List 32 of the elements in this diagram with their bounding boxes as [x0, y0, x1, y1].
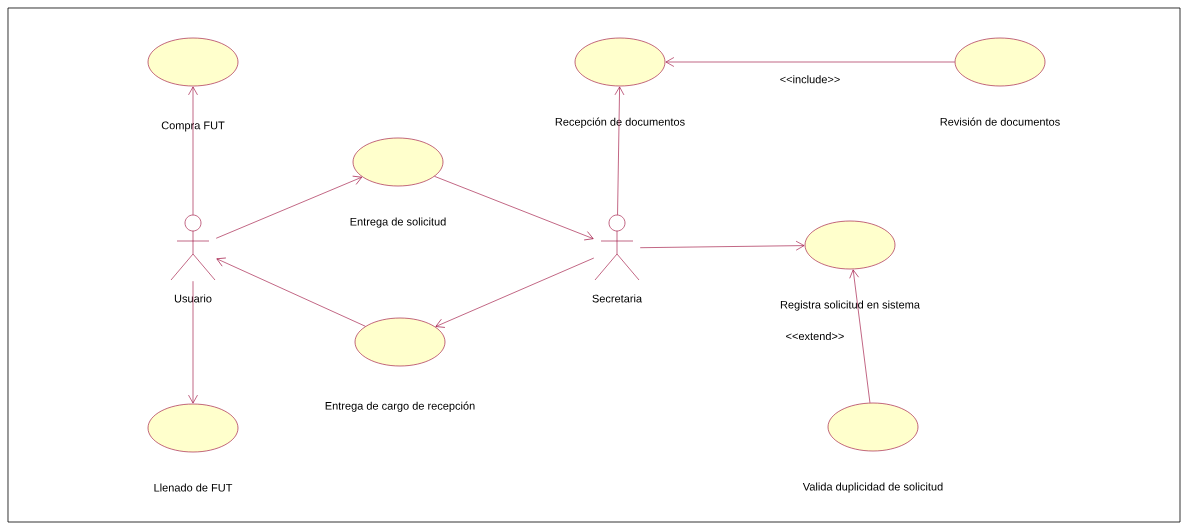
- edge-label: <<extend>>: [786, 331, 844, 341]
- arrow: [435, 257, 595, 328]
- use-case: Llenado de FUT: [147, 403, 239, 492]
- arrow: [665, 57, 955, 67]
- use-case: Revisión de documentos: [940, 37, 1060, 126]
- arrow: [188, 280, 198, 404]
- arrow: [188, 86, 198, 216]
- node-label: Valida duplicidad de solicitud: [802, 482, 943, 493]
- node-label: Entrega de solicitud: [350, 217, 446, 228]
- actor-figure: Secretaria: [592, 214, 643, 303]
- use-case: Registra solicitud en sistema: [780, 220, 920, 311]
- use-case: Entrega de cargo de recepción: [325, 317, 475, 412]
- use-case: Valida duplicidad de solicitud: [802, 402, 943, 493]
- use-case: Compra FUT: [147, 37, 239, 132]
- node-label: Secretaria: [592, 294, 643, 303]
- node-label: Recepción de documentos: [555, 117, 685, 128]
- use-case: Entrega de solicitud: [350, 137, 446, 228]
- arrow: [216, 257, 366, 327]
- arrow: [614, 86, 625, 216]
- node-label: Compra FUT: [161, 121, 225, 132]
- actor-figure: Usuario: [170, 214, 216, 303]
- arrow: [849, 269, 871, 404]
- edge-label: <<include>>: [780, 75, 840, 84]
- node-label: Llenado de FUT: [154, 483, 233, 492]
- node-label: Usuario: [174, 294, 212, 303]
- arrow: [639, 240, 805, 251]
- arrow: [215, 175, 363, 239]
- arrow: [434, 176, 594, 241]
- node-label: Revisión de documentos: [940, 117, 1060, 126]
- node-label: Entrega de cargo de recepción: [325, 401, 475, 412]
- node-label: Registra solicitud en sistema: [780, 300, 920, 311]
- use-case: Recepción de documentos: [555, 37, 685, 128]
